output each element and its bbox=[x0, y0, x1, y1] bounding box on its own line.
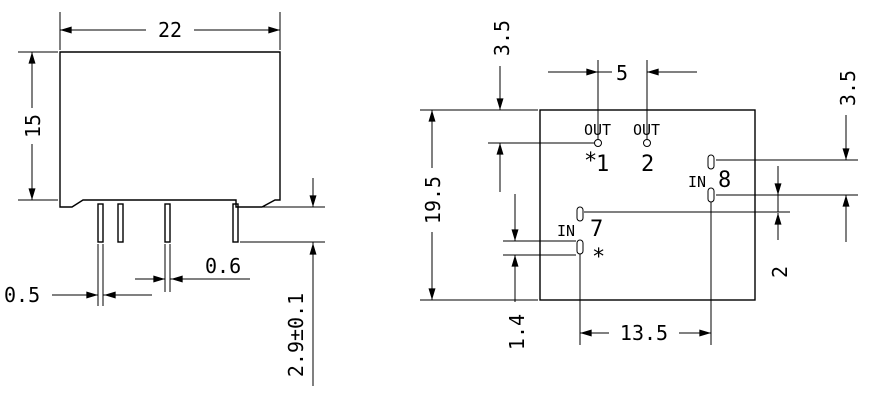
side-pin bbox=[164, 203, 171, 243]
dim-height-19.5: 19.5 bbox=[420, 109, 538, 301]
dim-in8-2: 2 bbox=[584, 166, 792, 278]
dim-in-spacing-13.5: 13.5 bbox=[579, 202, 712, 345]
dim-pin-length: 2.9±0.1 bbox=[240, 178, 325, 386]
dim-pin-spacing-0.6: 0.6 bbox=[135, 244, 250, 292]
dim-text: 5 bbox=[616, 61, 628, 85]
pin-in-7: IN 7 * bbox=[557, 206, 605, 270]
pin-label: IN bbox=[688, 173, 706, 191]
side-pin bbox=[117, 203, 124, 243]
side-body-outline bbox=[59, 51, 281, 208]
dim-text: 0.6 bbox=[205, 254, 241, 278]
pin-label: IN bbox=[557, 222, 575, 240]
dim-out-spacing-5: 5 bbox=[548, 60, 697, 139]
pin-number: 1 bbox=[596, 152, 609, 177]
dim-text: 1.4 bbox=[505, 314, 529, 350]
dim-pin-width-0.5: 0.5 bbox=[4, 244, 152, 307]
dim-text: 3.5 bbox=[836, 70, 860, 106]
side-pin bbox=[97, 203, 104, 243]
dim-text: 2.9±0.1 bbox=[284, 293, 308, 377]
dim-text: 13.5 bbox=[620, 321, 668, 345]
dim-in7-1.4: 1.4 bbox=[503, 194, 576, 350]
dim-top-offset-3.5: 3.5 bbox=[488, 20, 594, 192]
dim-text: 3.5 bbox=[490, 20, 514, 56]
side-pin bbox=[232, 203, 239, 243]
side-view: 22 15 0.5 0.6 bbox=[4, 12, 325, 386]
dim-text: 0.5 bbox=[4, 283, 40, 307]
pin-mark: * bbox=[584, 149, 597, 174]
pin-mark: * bbox=[592, 245, 605, 270]
pin-in-8: IN 8 bbox=[688, 154, 731, 203]
dim-text: 22 bbox=[158, 18, 182, 42]
dim-text: 19.5 bbox=[421, 176, 445, 224]
top-view: OUT * 1 OUT 2 IN 8 IN 7 * bbox=[420, 20, 860, 350]
dim-height-15: 15 bbox=[18, 51, 58, 201]
dim-right-offset-3.5: 3.5 bbox=[716, 70, 860, 242]
dim-text: 15 bbox=[21, 114, 45, 138]
pin-number: 7 bbox=[590, 217, 603, 242]
pin-number: 2 bbox=[641, 152, 654, 177]
dim-width-22: 22 bbox=[59, 12, 281, 50]
pin-number: 8 bbox=[718, 168, 731, 193]
dim-text: 2 bbox=[768, 266, 792, 278]
